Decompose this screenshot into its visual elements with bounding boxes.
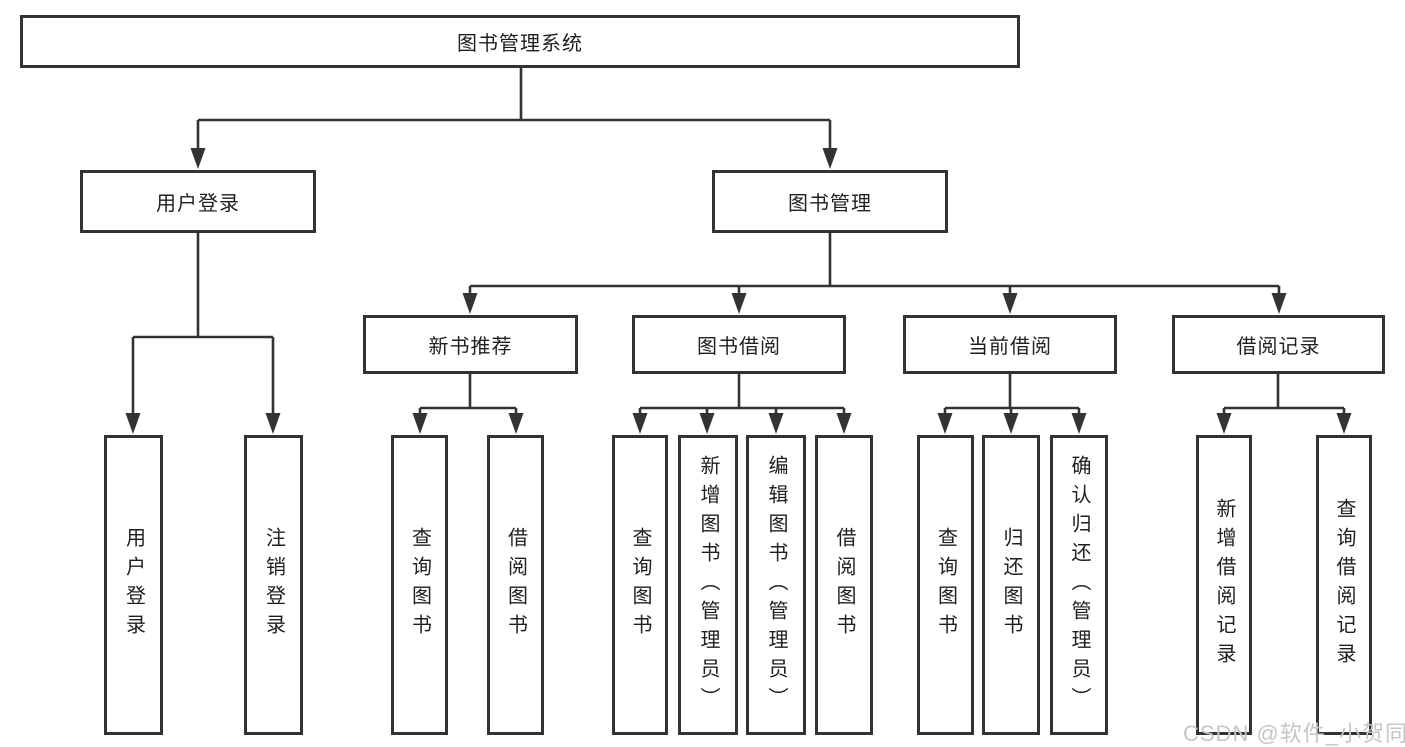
arrowhead (1336, 413, 1352, 434)
leaf-label: 编辑图书（管理员） (765, 454, 787, 716)
leaf-label: 用户登录 (122, 527, 145, 643)
node-label: 当前借阅 (968, 336, 1052, 358)
arrowhead (1216, 413, 1232, 434)
arrowhead (699, 413, 715, 434)
node-user-login: 用户登录 (80, 170, 316, 233)
arrowhead (768, 413, 784, 434)
arrowhead (1002, 293, 1018, 314)
connector-new-book-recommend (412, 372, 524, 434)
leaf-br-add-record: 新增借阅记录 (1196, 435, 1252, 735)
arrowhead (937, 413, 953, 434)
connector-book-management (462, 231, 1287, 314)
leaf-label: 查询图书 (629, 527, 651, 643)
connector-book-borrowing (632, 372, 852, 434)
node-new-book-recommend: 新书推荐 (363, 315, 578, 374)
leaf-label: 确认归还（管理员） (1068, 454, 1090, 716)
leaf-logout: 注销登录 (244, 435, 303, 735)
node-borrow-records: 借阅记录 (1172, 315, 1385, 374)
arrowhead (1271, 293, 1287, 314)
leaf-label: 新增图书（管理员） (697, 454, 719, 716)
leaf-nbr-borrow-books: 借阅图书 (487, 435, 544, 735)
connector-current-borrowing (937, 372, 1087, 434)
node-label: 用户登录 (156, 193, 240, 215)
leaf-bb-add-books-admin: 新增图书（管理员） (678, 435, 738, 735)
arrowhead (1071, 413, 1087, 434)
leaf-cb-confirm-return-admin: 确认归还（管理员） (1050, 435, 1108, 735)
connector-root (190, 66, 838, 169)
leaf-label: 注销登录 (262, 527, 285, 643)
arrowhead (822, 148, 838, 169)
node-root: 图书管理系统 (20, 15, 1020, 68)
leaf-label: 查询图书 (408, 527, 431, 643)
node-label: 图书管理系统 (457, 33, 583, 55)
connector-borrow-records (1216, 372, 1352, 434)
arrowhead (125, 413, 141, 434)
arrowhead (190, 148, 206, 169)
leaf-br-query-record: 查询借阅记录 (1316, 435, 1372, 735)
node-book-borrowing: 图书借阅 (632, 315, 846, 374)
leaf-label: 新增借阅记录 (1213, 498, 1235, 672)
leaf-label: 查询图书 (934, 527, 957, 643)
leaf-cb-return-books: 归还图书 (982, 435, 1040, 735)
node-label: 图书管理 (788, 193, 872, 215)
node-label: 新书推荐 (428, 336, 513, 358)
arrowhead (632, 413, 648, 434)
arrowhead (462, 293, 478, 314)
leaf-nbr-query-books: 查询图书 (391, 435, 448, 735)
node-current-borrowing: 当前借阅 (903, 315, 1117, 374)
csdn-watermark: CSDN @软件_小贺同学 (1183, 721, 1405, 746)
leaf-bb-query-books: 查询图书 (612, 435, 668, 735)
connector-user-login (125, 231, 281, 434)
leaf-user-login: 用户登录 (104, 435, 163, 735)
arrowhead (731, 293, 747, 314)
leaf-bb-edit-books-admin: 编辑图书（管理员） (746, 435, 806, 735)
arrowhead (265, 413, 281, 434)
leaf-label: 借阅图书 (833, 527, 855, 643)
arrowhead (1003, 413, 1019, 434)
leaf-cb-query-books: 查询图书 (917, 435, 974, 735)
arrowhead (836, 413, 852, 434)
leaf-bb-borrow-books: 借阅图书 (815, 435, 873, 735)
leaf-label: 借阅图书 (504, 527, 527, 643)
arrowhead (412, 413, 428, 434)
node-label: 图书借阅 (697, 336, 781, 358)
node-label: 借阅记录 (1236, 336, 1321, 358)
node-book-management: 图书管理 (712, 170, 948, 233)
leaf-label: 归还图书 (1000, 527, 1022, 643)
leaf-label: 查询借阅记录 (1333, 498, 1355, 672)
arrowhead (508, 413, 524, 434)
